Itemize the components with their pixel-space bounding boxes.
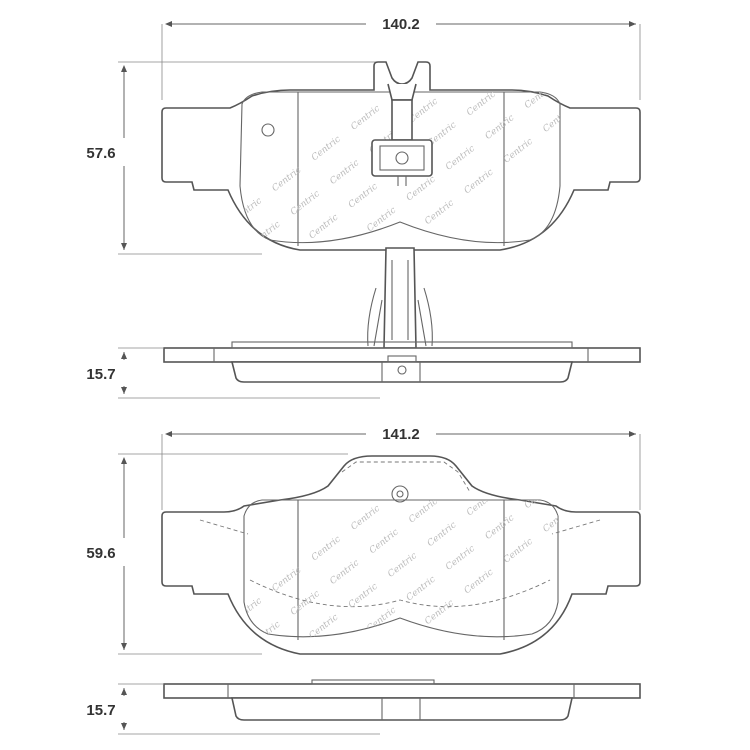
bottom-width-label: 141.2 <box>382 426 420 443</box>
top-side-friction-material <box>230 361 574 383</box>
bottom-thickness-label: 15.7 <box>86 702 115 719</box>
top-thickness-label: 15.7 <box>86 366 115 383</box>
logo-text: Centric <box>486 435 519 464</box>
bottom-locating-hole <box>391 485 409 503</box>
logo-text: Centric <box>467 411 500 440</box>
bottom-backing-plate <box>161 455 641 655</box>
bottom-thickness-dimension: 15.7 <box>86 683 380 735</box>
logo-text: Centric <box>504 459 537 488</box>
top-side-backing-plate <box>163 347 641 363</box>
logo-text: Centric <box>344 260 377 289</box>
bottom-side-backing-plate <box>163 683 641 699</box>
top-side-sensor-tab <box>383 247 417 349</box>
logo-text: Centric <box>467 11 500 40</box>
top-wear-sensor-clip <box>371 83 433 186</box>
bottom-height-label: 59.6 <box>86 545 115 562</box>
bottom-pad-side-view <box>163 679 641 721</box>
logo-text: Centric <box>504 59 537 88</box>
bottom-pad-front-view: Centric Centric Centric Centric Centric … <box>161 411 641 655</box>
top-pad-side-view <box>163 247 641 383</box>
bottom-width-dimension: 141.2 <box>161 426 641 510</box>
logo-text: Centric <box>305 291 338 320</box>
top-height-label: 57.6 <box>86 145 115 162</box>
top-pad-front-view: Centric Centric Centric Centric Centric … <box>161 11 641 320</box>
top-width-dimension: 140.2 <box>161 16 641 100</box>
bottom-height-dimension: 59.6 <box>86 453 348 655</box>
bottom-side-friction-material <box>231 697 573 721</box>
top-height-dimension: 57.6 <box>86 61 380 255</box>
logo-text: Centric <box>287 267 320 296</box>
logo-text: Centric <box>486 35 519 64</box>
top-width-label: 140.2 <box>382 16 420 33</box>
top-thickness-dimension: 15.7 <box>86 347 380 399</box>
top-locating-hole <box>261 123 275 137</box>
bottom-friction-material <box>243 499 559 638</box>
logo-text: Centric <box>428 42 461 71</box>
